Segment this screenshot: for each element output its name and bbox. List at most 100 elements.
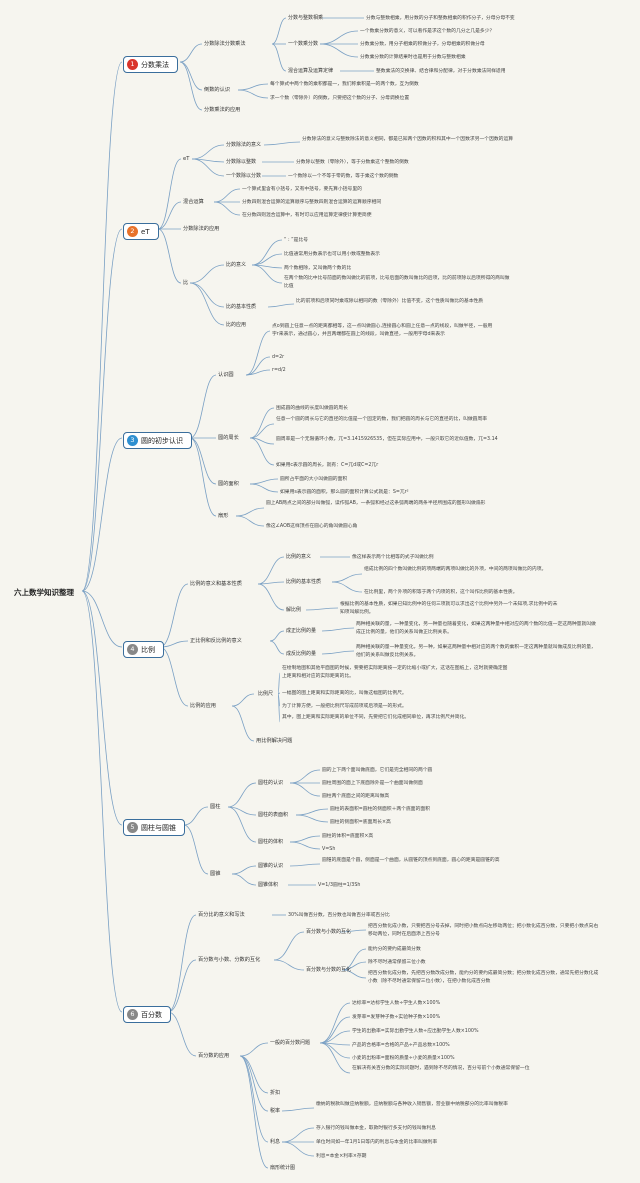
connector	[331, 581, 363, 593]
leaf: 除不尽时通常保留三位小数	[368, 960, 426, 965]
node: 扇形统计图	[270, 1165, 296, 1171]
connector	[239, 1042, 269, 1057]
leaf: V=Sh	[322, 847, 336, 852]
connector	[81, 590, 123, 648]
leaf: 缴纳的税款叫做应纳税额，应纳税额与各种收入销售额，营业额中纳税部分的比率叫做税率	[316, 1102, 508, 1107]
leaf: 比值通常用分数表示也可以用小数或整数表示	[284, 252, 380, 257]
leaf: 圆柱的表面积=圆柱的侧面积＋两个底面的面积	[330, 807, 430, 812]
node: 折扣	[270, 1090, 281, 1096]
leaf: 在解决有关百分数的实际问题时，遇到除不尽的情况，百分号前个小数通常保留一位	[352, 1066, 530, 1071]
topic-label: 圆的初步认识	[141, 436, 183, 445]
leaf: 圆柱的体积=底面积×高	[322, 834, 374, 839]
connector	[305, 607, 339, 611]
connector	[159, 583, 189, 648]
connector	[319, 1002, 351, 1044]
topic-label: 分数乘法	[141, 60, 169, 69]
leaf: 围成圆的曲线的长度叫做圆的周长	[276, 406, 348, 411]
connector	[239, 1055, 269, 1112]
node: 分数除法分数乘法	[204, 41, 246, 47]
topic-label: 百分数	[141, 1010, 162, 1019]
leaf: 分数除法的意义与整数除法的意义相同，都是已知两个因数的积和其中一个因数求另一个因…	[302, 137, 514, 142]
leaf: 在比例里，两个外项的积等于两个内项的积，这个叫作比例的基本性质。	[364, 590, 518, 595]
connector	[81, 228, 123, 592]
node: 圆柱的体积	[258, 839, 284, 845]
connector	[81, 61, 123, 592]
leaf: 整数乘法的交换律、结合律和分配律，对于分数乘法同样适用	[376, 69, 506, 74]
leaf: 在两个数的比中比号前面的数叫做比的前项，比号后面的数叫做比的后项，比的前项除以后…	[284, 276, 510, 289]
node: 一般的百分数问题	[270, 1040, 311, 1046]
leaf: 圆柱的侧面积=底面周长×高	[330, 820, 391, 825]
leaf: 一个数乘分数的意义，可以看作是求这个数的几分之几是多少？	[360, 29, 495, 34]
connector	[281, 1107, 315, 1112]
connector	[179, 43, 203, 63]
node: 圆锥	[210, 871, 221, 877]
connector	[295, 808, 329, 816]
connector	[237, 89, 269, 99]
topic-label: eT	[141, 227, 150, 236]
connector	[249, 407, 275, 439]
topic-label: 圆柱与圆锥	[141, 823, 176, 832]
connector	[339, 929, 367, 933]
connector	[157, 158, 182, 230]
leaf: 分数乘分数的计算结果时也是用于分数与整数相乘	[360, 55, 466, 60]
number-6-badge: 6	[127, 1009, 138, 1020]
connector	[245, 369, 271, 376]
node: 圆锥的认识	[258, 863, 284, 869]
connector	[81, 590, 123, 1013]
leaf: 单位时间如一年1月1日等内的利息与本金的比率叫做利率	[316, 1140, 438, 1145]
node: 混合运算	[183, 199, 204, 205]
connector	[341, 961, 367, 971]
leaf: 如果用s表示圆的面积，那么圆的面积计算公式就是：S=兀r²	[280, 490, 409, 495]
node: 圆锥体积	[258, 882, 279, 888]
leaf: d=2r	[272, 355, 285, 360]
node: 分数与整数相乘	[288, 15, 324, 21]
leaf: 一个数除以一个不等于零的数，等于乘这个数的倒数	[288, 174, 399, 179]
connector	[295, 814, 329, 823]
leaf: 小麦的出粉率=面粉的质量÷小麦的质量×100%	[352, 1056, 455, 1061]
node: 比的应用	[226, 322, 247, 328]
connector	[227, 782, 257, 808]
node: 用比例解决问题	[256, 738, 293, 744]
connector	[235, 507, 265, 517]
leaf: 像这∠AOB这样顶点在圆心的角叫做圆心角	[266, 524, 358, 529]
connector	[159, 646, 189, 707]
leaf: 把百分数化成分数，先把百分数改成分数，能约分的要约成最简分数；把分数化成百分数，…	[368, 971, 599, 984]
leaf: 圆所占平面的大小叫做圆的面积	[280, 477, 348, 482]
leaf: 点o到圆上任意一点的距离都相等，这一点叫做圆心,连接圆心和圆上任意一点的线段，叫…	[272, 324, 493, 337]
connector	[289, 782, 321, 797]
connector	[179, 61, 203, 111]
leaf: 分数与整数相乘，用分数的分子和整数相乘的积作分子，分母分母不变	[366, 16, 515, 21]
connector	[321, 650, 355, 655]
leaf: 其中，图上距离和实际距离的单位不同，先要把它们化成相同单位，再求比例尺并简化。	[282, 715, 470, 720]
leaf: 两种相关联的量一种量变化，另一种，如果这两种量中相对应的两个数的乘积一定这两种量…	[356, 645, 596, 658]
leaf: 两种相关联的量，一种量变化，另一种量也随着变化，如果这两种量中相对应的两个数的比…	[356, 622, 596, 635]
connector	[273, 959, 305, 971]
connector	[231, 693, 255, 707]
node: 百分数与小数、分数的互化	[198, 957, 261, 963]
leaf: 两个数相除，又叫做两个数的比	[284, 266, 352, 271]
node: 圆柱	[210, 804, 221, 810]
connector	[281, 1127, 315, 1143]
connector	[189, 374, 217, 439]
connector	[237, 83, 269, 91]
connector	[271, 17, 287, 45]
connector	[257, 581, 285, 585]
leaf: 发芽率=发芽种子数÷实验种子数×100%	[352, 1015, 441, 1020]
connector	[213, 188, 241, 203]
node: 认识圆	[218, 372, 234, 378]
leaf: 每个算式中两个数的乘积都是一，我们称乘积是一的两个数，互为倒数	[270, 82, 419, 87]
connector	[235, 515, 265, 527]
leaf: “ : ”是比号	[284, 238, 309, 243]
connector	[277, 672, 281, 695]
connector	[231, 705, 255, 742]
node: 解比例	[286, 607, 302, 613]
connector	[189, 282, 225, 326]
node: 圆的周长	[218, 435, 239, 441]
